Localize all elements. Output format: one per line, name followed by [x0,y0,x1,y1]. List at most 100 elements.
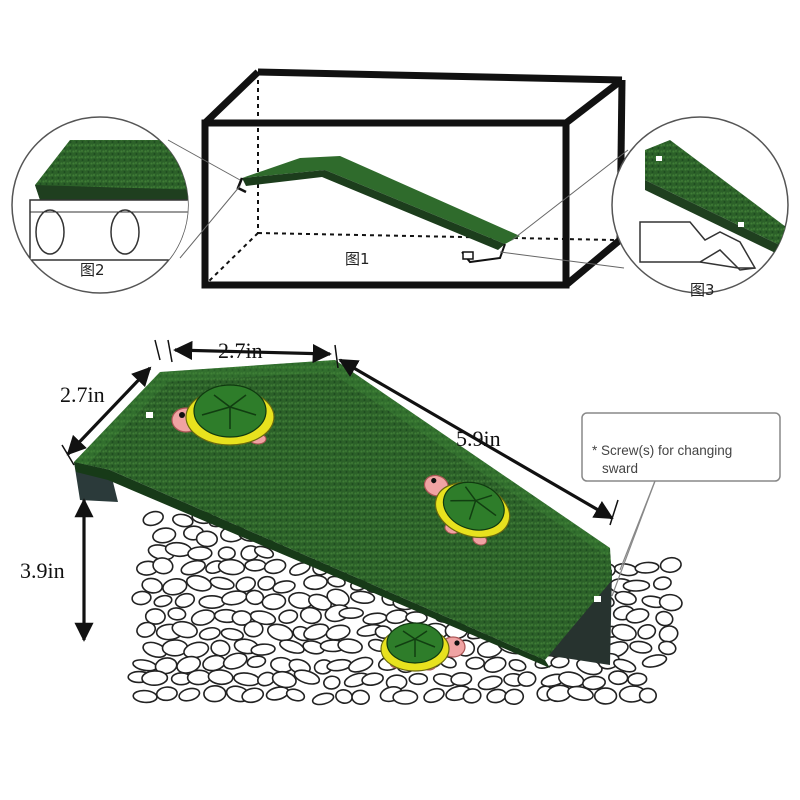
rock [582,675,606,691]
tank-ramp [236,156,520,264]
rock [351,689,370,706]
rock [153,594,173,608]
rock [186,669,211,686]
rock [638,687,657,704]
rock [567,685,594,701]
rock [659,556,682,574]
rock [162,578,188,596]
rock [144,608,166,625]
rock [658,593,683,612]
zoom-connector-lines [167,139,629,269]
rock [266,623,294,642]
rock [246,655,267,669]
rock [299,606,322,625]
tank-front-frame [201,68,626,289]
rock [136,621,157,638]
rock [338,607,364,620]
rock [311,692,335,706]
rock [608,670,629,686]
rock [142,510,164,527]
rock [132,689,158,704]
rock [243,620,264,638]
rock [593,687,618,705]
rock [171,620,198,639]
rock [622,579,651,592]
rock [325,624,351,641]
rock [483,656,507,673]
rock [167,607,187,621]
rock [195,530,218,548]
callout-line-2: sward [602,461,638,476]
screw-callout: * Screw(s) for changing sward [581,412,781,597]
rock [253,545,275,559]
rock [637,624,657,640]
rock [348,656,374,673]
turtle-icon [171,384,275,446]
rock [152,527,177,544]
rock [641,654,668,668]
dimension-ticks [61,339,619,526]
screw-hole [146,412,153,418]
dimension-length: 5.9in [456,426,501,451]
rock [180,559,206,576]
rock [293,669,321,685]
rock [462,688,482,704]
rock [250,643,276,656]
rock [504,688,525,706]
rock [658,640,677,656]
rock [198,626,221,641]
rock [655,610,674,627]
zoom-detail-right: 图3 [611,116,789,299]
rock [261,593,287,611]
rock [517,671,537,687]
rock [222,652,248,670]
rock [337,638,363,654]
rock [183,641,210,659]
rock [217,546,236,561]
rock [209,576,235,591]
rock [423,687,445,704]
double-arrow-icon [173,340,332,364]
rock [307,593,333,611]
rock [323,675,341,690]
rock [361,672,384,686]
rock [187,546,213,561]
rock [634,561,660,574]
rock [477,675,503,691]
rock [178,687,201,702]
rock [508,659,527,672]
screw-hole [594,596,601,602]
rock [450,671,473,687]
rock [172,513,194,528]
rock [257,575,276,591]
rock [174,592,196,609]
rock [217,558,246,576]
rock [625,608,650,624]
rock [279,639,305,654]
rock [203,684,227,703]
rock [241,687,265,704]
tank-hidden-edges [204,80,616,286]
rock [272,580,296,594]
rock [263,558,287,575]
rock [152,557,174,575]
rock [613,658,637,673]
rock [207,669,234,686]
rock [198,594,226,610]
rock [131,590,152,606]
rock [408,672,429,686]
callout-line-1: * Screw(s) for changing [592,443,732,458]
rock [611,623,637,642]
dimension-height: 3.9in [20,558,65,583]
rock [154,657,178,675]
rock [627,672,648,687]
figure-3-label: 图3 [690,281,715,299]
rock [244,558,267,572]
double-arrow-icon [338,358,614,520]
rock [349,590,376,605]
rock [629,640,653,654]
rock [303,623,330,641]
rock [614,590,637,606]
zoom-detail-left: 图2 [11,116,189,294]
rock [303,574,328,591]
